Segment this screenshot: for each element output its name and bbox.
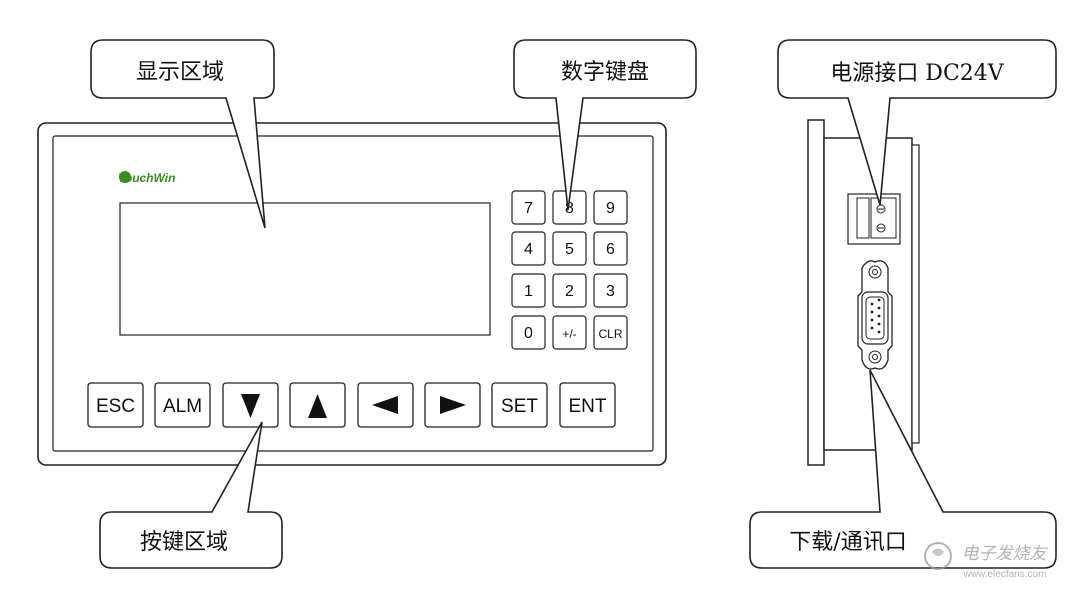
watermark-cn: 电子发烧友 — [962, 544, 1049, 564]
keypad-key-label: 1 — [524, 283, 533, 300]
keypad-key[interactable]: 3 — [593, 273, 628, 308]
keypad-key[interactable]: 5 — [552, 231, 587, 266]
keypad-key[interactable]: CLR — [593, 315, 628, 350]
keypad-key[interactable]: 6 — [593, 231, 628, 266]
keypad-key-label: 0 — [524, 325, 533, 342]
function-keys: ESC ALM SET ENT — [87, 382, 616, 428]
set-key[interactable]: SET — [491, 382, 548, 428]
down-key[interactable] — [222, 382, 279, 428]
triangle-down-icon — [241, 394, 260, 418]
elecfans-watermark: 电子发烧友 www.elecfans.com — [924, 542, 1049, 580]
keypad-key[interactable]: 7 — [511, 190, 546, 225]
lcd-display — [119, 202, 491, 336]
right-key[interactable] — [424, 382, 481, 428]
keypad-key-label: 3 — [606, 283, 615, 300]
callout-download-port: 下载/通讯口 — [749, 369, 1057, 569]
side-view — [807, 119, 920, 466]
keypad-key[interactable]: 1 — [511, 273, 546, 308]
watermark-url: www.elecfans.com — [963, 569, 1047, 580]
esc-key-label: ESC — [96, 396, 135, 417]
keypad-key-label: 7 — [524, 200, 533, 217]
callout-numeric-keypad-label: 数字键盘 — [561, 60, 649, 85]
keypad-key[interactable]: +/- — [552, 315, 587, 350]
ent-key[interactable]: ENT — [559, 382, 616, 428]
touchwin-logo: TouchWin — [118, 171, 175, 185]
triangle-up-icon — [308, 394, 327, 418]
callout-display-area: 显示区域 — [90, 39, 275, 229]
callout-power-port: 电源接口 DC24V — [777, 39, 1057, 206]
keypad-key-label: 9 — [606, 200, 615, 217]
keypad-key-label: 2 — [565, 283, 574, 300]
alm-key-label: ALM — [163, 396, 202, 417]
ent-key-label: ENT — [569, 396, 607, 417]
db9-connector — [857, 260, 893, 370]
callout-display-area-label: 显示区域 — [136, 60, 224, 85]
callout-download-port-label: 下载/通讯口 — [789, 530, 906, 555]
numeric-keypad: 7 8 9 4 5 6 1 2 3 0 +/- CLR — [511, 190, 628, 350]
keypad-key-label: 5 — [565, 241, 574, 258]
callout-numeric-keypad: 数字键盘 — [513, 39, 697, 211]
up-key[interactable] — [289, 382, 346, 428]
logo-text: TouchWin — [118, 171, 175, 185]
set-key-label: SET — [501, 396, 538, 417]
alm-key[interactable]: ALM — [154, 382, 211, 428]
keypad-key[interactable]: 9 — [593, 190, 628, 225]
callout-key-area-label: 按键区域 — [140, 530, 228, 555]
esc-key[interactable]: ESC — [87, 382, 144, 428]
keypad-key[interactable]: 0 — [511, 315, 546, 350]
keypad-key-label: CLR — [598, 327, 622, 341]
triangle-right-icon — [440, 396, 466, 414]
keypad-key[interactable]: 2 — [552, 273, 587, 308]
keypad-key-label: 4 — [524, 241, 533, 258]
power-connector — [847, 193, 901, 245]
left-key[interactable] — [357, 382, 414, 428]
triangle-left-icon — [372, 396, 398, 414]
keypad-key-label: 8 — [565, 200, 574, 217]
keypad-key-label: 6 — [606, 241, 615, 258]
callout-key-area: 按键区域 — [99, 421, 283, 569]
keypad-key-label: +/- — [562, 327, 576, 341]
callout-power-port-label: 电源接口 DC24V — [830, 61, 1004, 86]
keypad-key[interactable]: 4 — [511, 231, 546, 266]
